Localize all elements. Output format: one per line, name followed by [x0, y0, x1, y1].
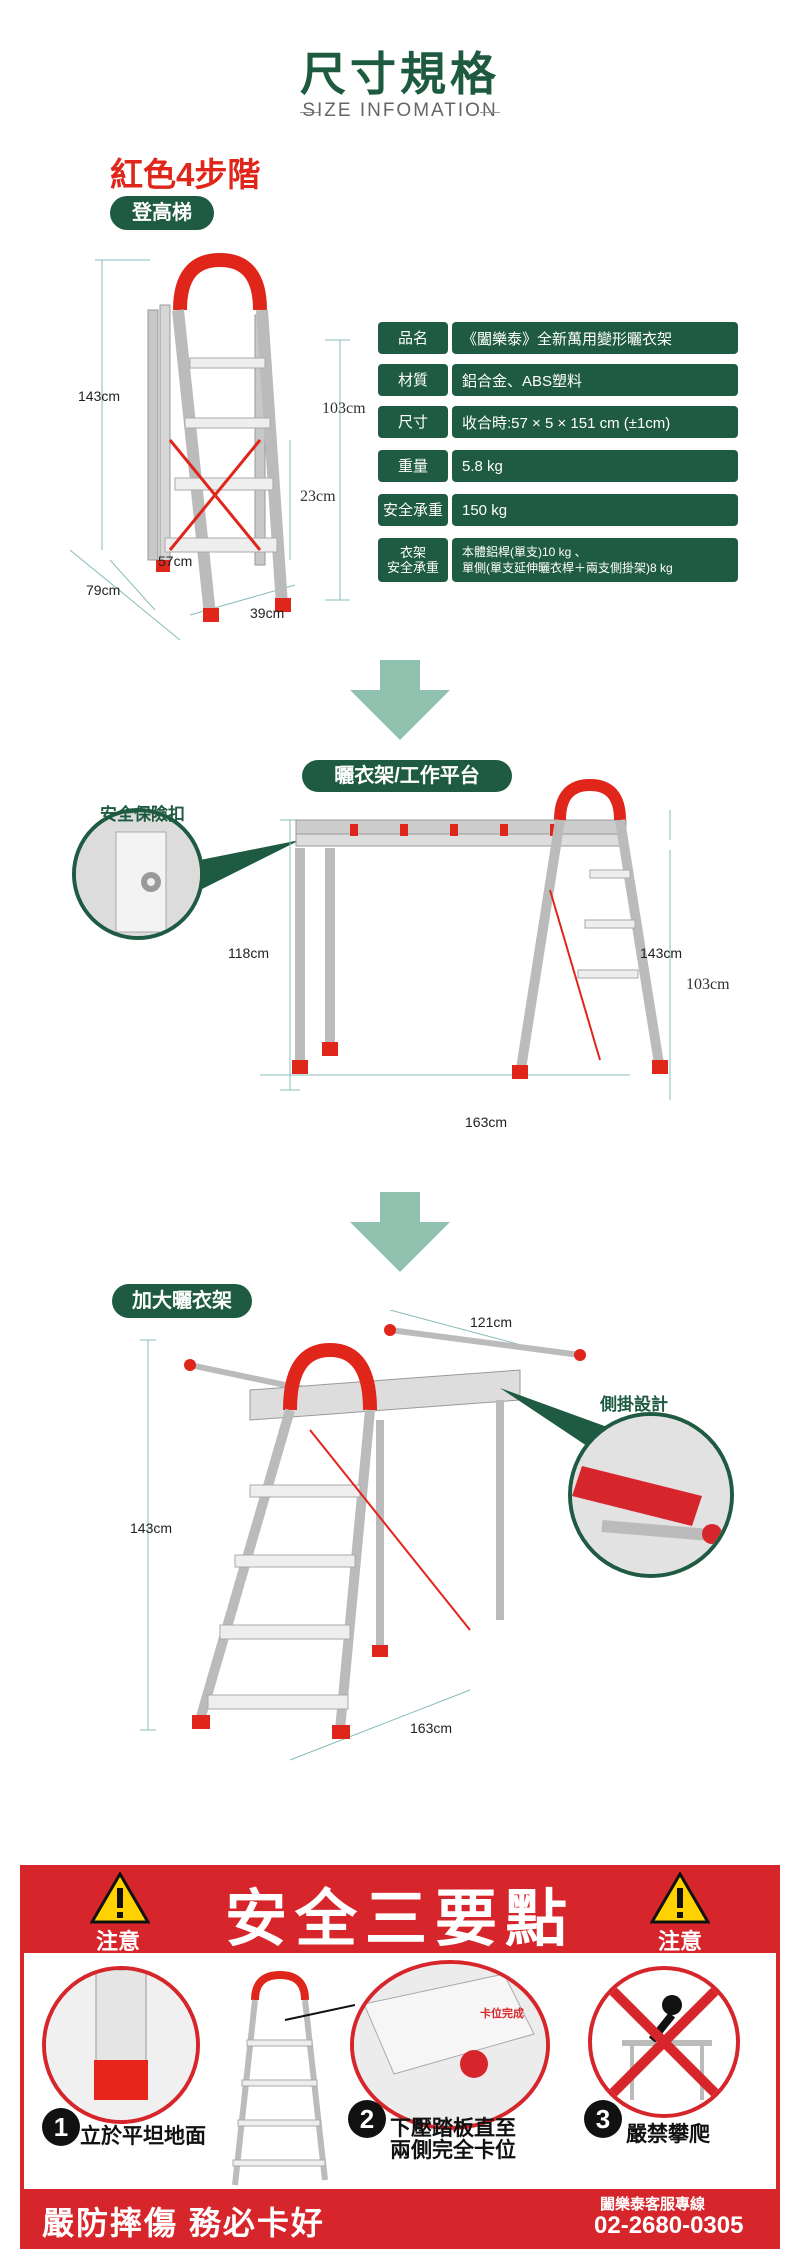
page-title: 尺寸規格 [300, 48, 500, 100]
extended-rack-badge: 加大曬衣架 [112, 1284, 252, 1318]
dim-step-height-2: 103cm [686, 976, 730, 993]
page-subtitle: SIZE INFOMATION [302, 100, 498, 121]
drying-rack-illustration [260, 778, 671, 1100]
hotline-number: 02-2680-0305 [594, 2212, 744, 2239]
spec-key: 安全承重 [378, 494, 448, 526]
ladder-mode-badge: 登高梯 [110, 196, 214, 230]
side-hook-icon [572, 1416, 730, 1574]
point-number-2: 2 [348, 2100, 386, 2138]
dim-depth: 79cm [86, 582, 121, 598]
point-caption-3: 嚴禁攀爬 [626, 2123, 710, 2146]
extended-rack-illustration [140, 1310, 586, 1761]
product-variant-title: 紅色4步階 [110, 156, 261, 193]
note-right: 注意 [658, 1929, 703, 1954]
level-ground-illustration [42, 1966, 200, 2124]
point-caption-1: 立於平坦地面 [80, 2125, 206, 2148]
spec-value: 5.8 kg [452, 450, 738, 482]
spec-value: 《闔樂泰》全新萬用變形曬衣架 [452, 322, 738, 354]
dim-rack-length: 163cm [465, 1114, 508, 1130]
point-caption-2: 下壓踏板直至 兩側完全卡位 [390, 2117, 516, 2162]
slogan: 嚴防摔傷 務必卡好 [42, 2205, 325, 2241]
ladder-illustration [69, 252, 350, 640]
spec-value: 鋁合金、ABS塑料 [452, 364, 738, 396]
safety-lock-icon [76, 812, 200, 936]
dim-step-gap: 23cm [300, 488, 336, 505]
safety-title: 安全三要點 [224, 1885, 575, 1954]
spec-value: 150 kg [452, 494, 738, 526]
spec-key: 尺寸 [378, 406, 448, 438]
spec-row-weight: 重量 5.8 kg [378, 450, 738, 482]
dim-top-width: 121cm [470, 1314, 513, 1330]
slogan-banner [20, 2189, 780, 2249]
side-hook-label: 側掛設計 [600, 1395, 668, 1414]
spec-row-load: 安全承重 150 kg [378, 494, 738, 526]
safety-lock-callout [72, 808, 204, 940]
dim-frame-height: 118cm [228, 945, 269, 961]
lock-complete-tag: 卡位完成 [480, 2008, 524, 2020]
spec-key: 重量 [378, 450, 448, 482]
drying-rack-mode-badge: 曬衣架/工作平台 [302, 760, 512, 792]
down-arrow-icon [350, 660, 450, 740]
warning-triangle-icon [650, 1872, 710, 1924]
side-hook-callout [568, 1412, 734, 1578]
dim-width-base: 57cm [158, 553, 193, 569]
down-arrow-icon [350, 1192, 450, 1272]
dim-height-total: 143cm [78, 388, 121, 404]
ladder-foot-icon [46, 1970, 196, 2120]
dim-extended-length: 163cm [410, 1720, 453, 1736]
subtitle-rule-right [480, 112, 500, 113]
warning-triangle-icon [90, 1872, 150, 1924]
step-lock-icon [354, 1964, 546, 2126]
spec-row-material: 材質 鋁合金、ABS塑料 [378, 364, 738, 396]
point-number-1: 1 [42, 2108, 80, 2146]
spec-key: 材質 [378, 364, 448, 396]
callout-pointer [500, 1388, 610, 1448]
step-lock-illustration [350, 1960, 550, 2130]
ladder-small-illustration [232, 1970, 355, 2186]
spec-row-size: 尺寸 收合時:57 × 5 × 151 cm (±1cm) [378, 406, 738, 438]
subtitle-rule-left [300, 112, 320, 113]
dim-step-height: 103cm [322, 400, 366, 417]
dim-width-step: 39cm [250, 605, 285, 621]
hotline-label: 闔樂泰客服專線 [600, 2196, 706, 2213]
spec-key: 衣架 安全承重 [378, 538, 448, 582]
spec-value: 收合時:57 × 5 × 151 cm (±1cm) [452, 406, 738, 438]
no-climbing-icon [598, 1976, 730, 2108]
no-climbing-illustration [588, 1966, 740, 2118]
spec-key: 品名 [378, 322, 448, 354]
safety-banner [20, 1865, 780, 1953]
dim-ladder-height: 143cm [640, 945, 683, 961]
point-number-3: 3 [584, 2100, 622, 2138]
callout-pointer [200, 840, 300, 890]
spec-row-hanger-load: 衣架 安全承重 本體鋁桿(單支)10 kg 、 單側(單支延伸曬衣桿＋兩支側掛架… [378, 538, 738, 582]
dim-extended-height: 143cm [130, 1520, 173, 1536]
spec-row-name: 品名 《闔樂泰》全新萬用變形曬衣架 [378, 322, 738, 354]
spec-value: 本體鋁桿(單支)10 kg 、 單側(單支延伸曬衣桿＋兩支側掛架)8 kg [452, 538, 738, 582]
note-left: 注意 [96, 1929, 141, 1954]
safety-lock-label: 安全保險扣 [100, 805, 185, 824]
